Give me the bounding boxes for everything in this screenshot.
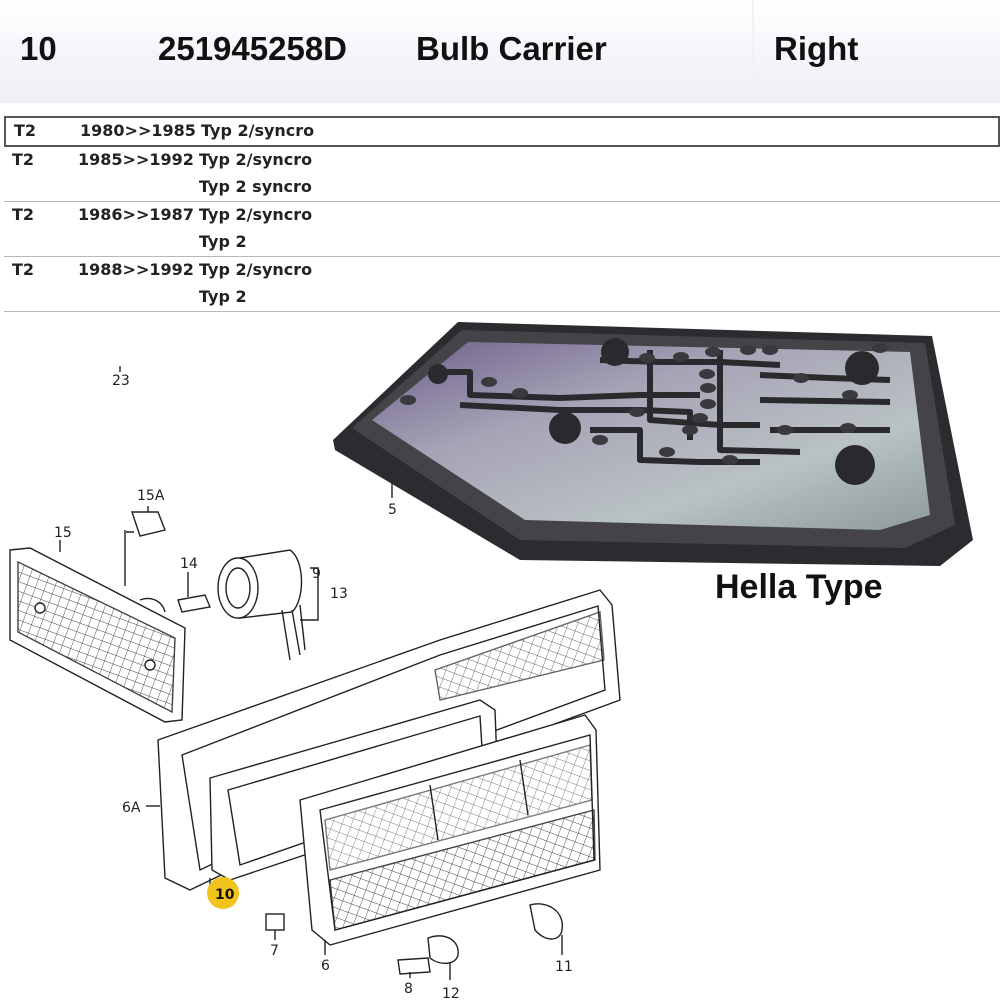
model-cell: T2 (12, 205, 35, 224)
application-row: T2 1980>>1985 Typ 2/syncro (6, 118, 998, 145)
application-group[interactable]: T2 1986>>1987 Typ 2/syncro Typ 2 (4, 202, 1000, 257)
callout-10: 10 (215, 887, 235, 903)
part-number: 251945258D (158, 30, 348, 67)
application-row: T2 1986>>1987 Typ 2/syncro (4, 202, 1000, 229)
years-cell: 1980>>1985 (80, 121, 196, 140)
application-row: Typ 2 (4, 229, 1000, 256)
position-number: 10 (20, 30, 57, 67)
application-group[interactable]: T2 1988>>1992 Typ 2/syncro Typ 2 (4, 257, 1000, 312)
application-row: Typ 2 syncro (4, 174, 1000, 201)
callout-6: 6 (321, 958, 330, 974)
application-row: T2 1988>>1992 Typ 2/syncro (4, 257, 1000, 284)
callout-13: 13 (330, 586, 348, 602)
model-cell: T2 (14, 121, 37, 140)
callout-7: 7 (270, 943, 279, 959)
application-group[interactable]: T2 1980>>1985 Typ 2/syncro (4, 116, 1000, 147)
callout-12: 12 (442, 986, 460, 1000)
callout-11: 11 (555, 959, 573, 975)
application-row: Typ 2 (4, 284, 1000, 311)
callout-6a: 6A (122, 800, 141, 816)
callout-8: 8 (404, 981, 413, 997)
highlight-marker (207, 877, 239, 909)
type-cell: Typ 2 (199, 232, 247, 251)
years-cell: 1985>>1992 (78, 150, 194, 169)
application-row: T2 1985>>1992 Typ 2/syncro (4, 147, 1000, 174)
callout-5: 5 (388, 502, 397, 518)
callout-15: 15 (54, 525, 72, 541)
exploded-view-drawing (9, 366, 621, 980)
callout-9: 9 (312, 566, 321, 582)
header-divider (752, 0, 754, 103)
years-cell: 1988>>1992 (78, 260, 194, 279)
bulb-carrier-photo (333, 322, 973, 566)
applications-table: T2 1980>>1985 Typ 2/syncro T2 1985>>1992… (4, 116, 1000, 312)
model-cell: T2 (12, 260, 35, 279)
application-group[interactable]: T2 1985>>1992 Typ 2/syncro Typ 2 syncro (4, 147, 1000, 202)
type-cell: Typ 2/syncro (199, 205, 313, 224)
model-cell: T2 (12, 150, 35, 169)
callout-15a: 15A (137, 488, 165, 504)
part-side: Right (774, 30, 859, 67)
type-cell: Typ 2/syncro (201, 121, 315, 140)
type-cell: Typ 2 syncro (199, 177, 312, 196)
years-cell: 1986>>1987 (78, 205, 194, 224)
part-name: Bulb Carrier (416, 30, 607, 67)
part-header: 10 251945258D Bulb Carrier Right (0, 0, 1000, 103)
type-cell: Typ 2 (199, 287, 247, 306)
callout-14: 14 (180, 556, 198, 572)
exploded-diagram: 23 15A 15 14 9 13 5 6A 10 7 6 8 12 11 (9, 322, 973, 1000)
callout-23: 23 (112, 373, 130, 389)
type-cell: Typ 2/syncro (199, 150, 313, 169)
type-cell: Typ 2/syncro (199, 260, 313, 279)
photo-caption: Hella Type (715, 568, 883, 606)
